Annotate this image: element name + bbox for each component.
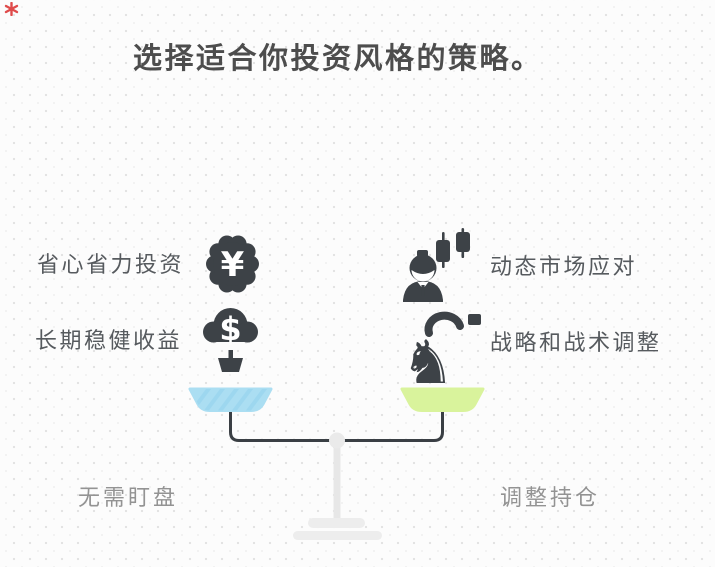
red-corner-scribble-icon	[4, 2, 19, 16]
page-title: 选择适合你投资风格的策略。	[133, 43, 543, 75]
scale-pan-right-green	[400, 387, 485, 412]
scale-base-upper	[308, 518, 365, 528]
balance-scale-diagram	[188, 387, 485, 540]
scale-pivot	[329, 432, 345, 449]
yuan-symbol: ¥	[221, 245, 245, 285]
right-item-label-dynamic-market: 动态市场应对	[490, 254, 638, 279]
scale-base-lower	[293, 531, 382, 540]
footer-label-adjust-positions: 调整持仓	[500, 485, 601, 510]
chess-knight-arrow-icon: ♞	[401, 311, 481, 386]
left-item-label-worry-free: 省心省力投资	[37, 252, 185, 277]
yuan-bush-icon: ¥	[206, 235, 259, 293]
footer-label-no-monitoring: 无需盯盘	[78, 485, 179, 510]
scale-pan-left-blue	[188, 387, 273, 412]
scale-pole	[333, 443, 341, 521]
dollar-tree-icon: $	[203, 308, 258, 372]
right-item-label-strategy-tactics: 战略和战术调整	[490, 330, 662, 355]
knight-glyph: ♞	[401, 328, 455, 386]
trader-candlestick-icon	[403, 228, 470, 302]
dollar-symbol: $	[219, 310, 241, 348]
left-item-label-steady-returns: 长期稳健收益	[35, 328, 183, 353]
